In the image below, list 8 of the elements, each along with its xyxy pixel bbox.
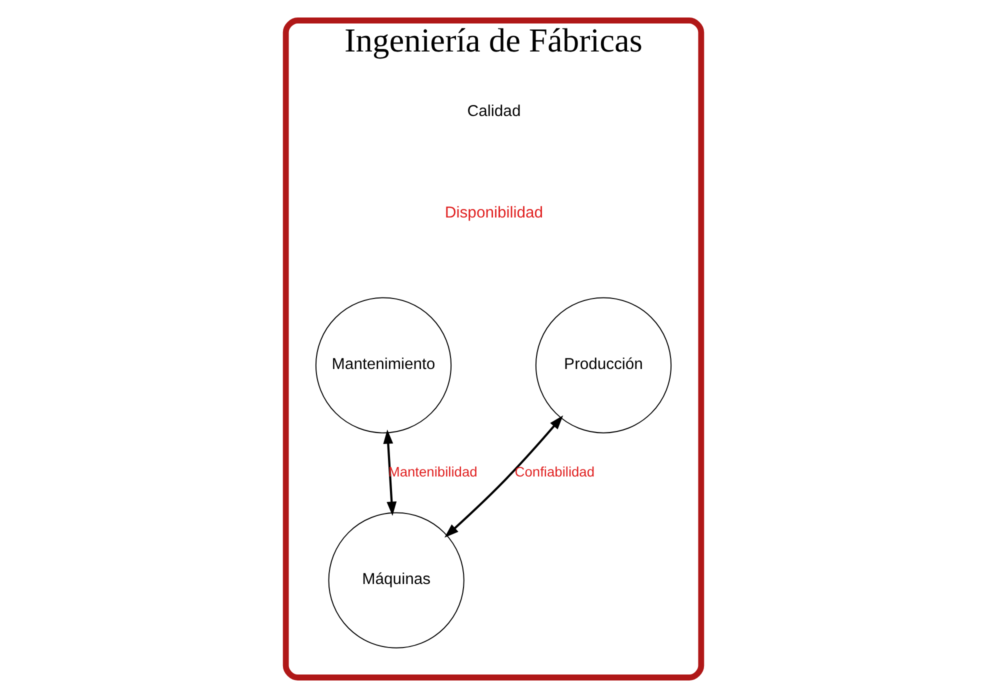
- node-circle: Producción: [534, 297, 672, 434]
- label: Calidad: [466, 102, 520, 120]
- label: Disponibilidad: [444, 204, 543, 222]
- node-circle: Mantenimiento: [314, 297, 452, 434]
- arrow: [382, 430, 396, 516]
- arrow: [444, 415, 563, 538]
- node-circle: Máquinas: [328, 512, 464, 648]
- edge-label: Confiabilidad: [514, 463, 594, 480]
